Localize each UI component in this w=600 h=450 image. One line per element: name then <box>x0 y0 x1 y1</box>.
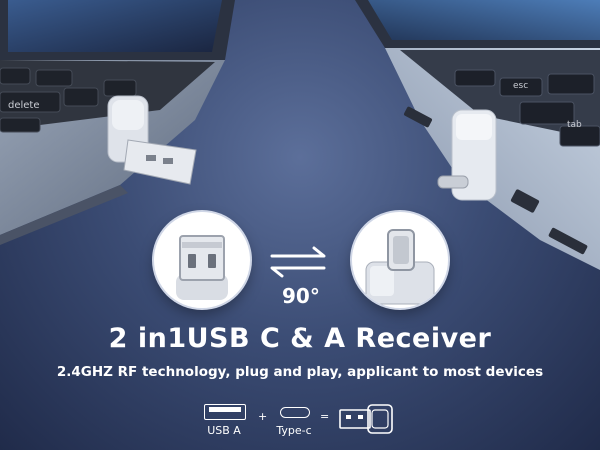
subheadline: 2.4GHZ RF technology, plug and play, app… <box>56 364 544 380</box>
esc-key-label: esc <box>513 81 529 91</box>
swap-arrows-icon <box>270 246 326 278</box>
type-c-label: Type-c <box>276 424 312 437</box>
usb-a-closeup <box>154 212 250 308</box>
usb-c-plug-icon <box>365 229 435 305</box>
headline: 2 in1USB C & A Receiver <box>108 323 492 354</box>
usb-c-dongle-right <box>437 109 497 201</box>
usb-a-label: USB A <box>207 424 241 437</box>
usb-c-closeup <box>352 212 448 308</box>
usb-a-dongle-left <box>107 95 197 185</box>
type-c-port-icon <box>280 407 310 418</box>
plus-sign: + <box>258 410 268 423</box>
dual-receiver-icon <box>339 404 393 434</box>
left-laptop <box>0 0 235 245</box>
equals-sign: = <box>320 410 330 423</box>
delete-key-label: delete <box>8 100 40 111</box>
rotation-degree: 90° <box>282 284 320 308</box>
tab-key-label: tab <box>567 120 582 130</box>
usb-a-plug-icon <box>176 235 228 300</box>
usb-a-port-icon <box>204 404 246 420</box>
